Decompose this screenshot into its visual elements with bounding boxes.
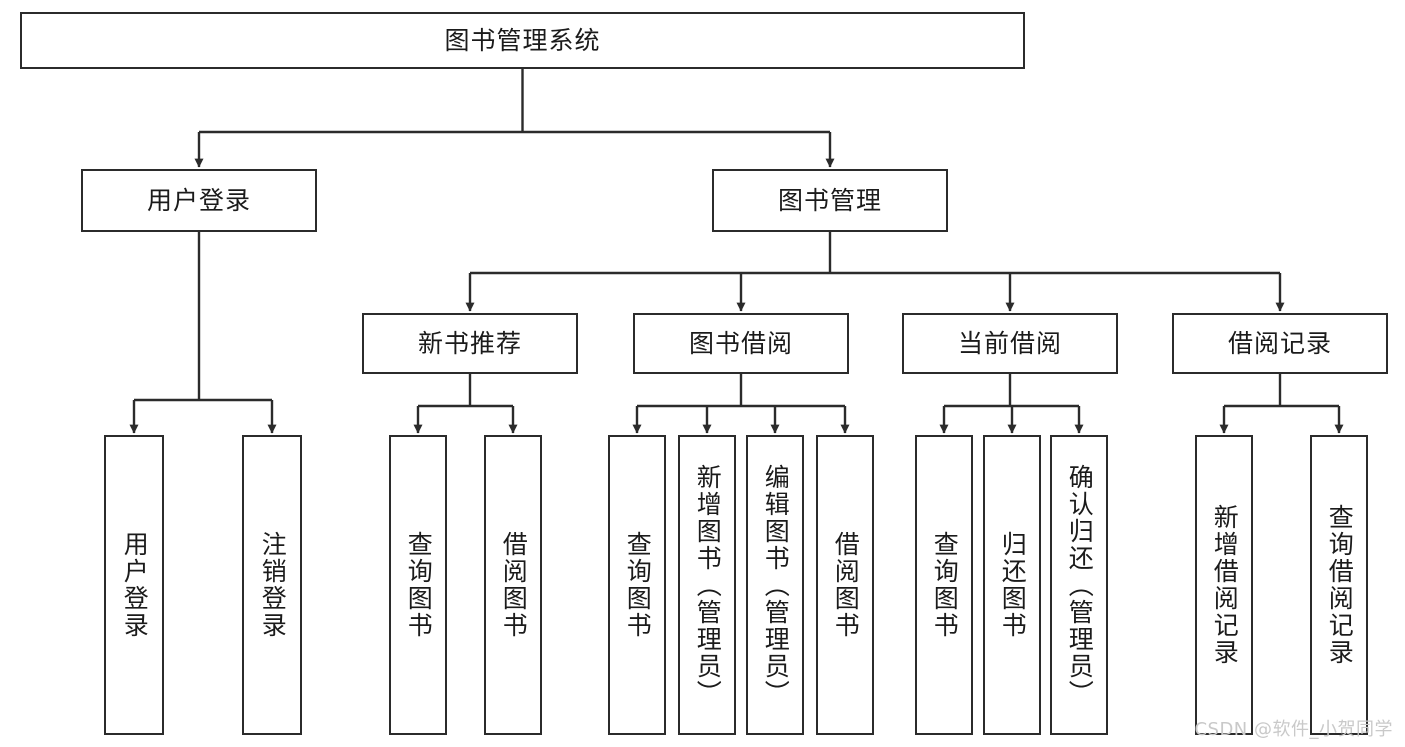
node-borrow[interactable]: 图书借阅	[633, 313, 849, 374]
node-l-qbook2[interactable]: 查询图书	[608, 435, 666, 735]
node-records[interactable]: 借阅记录	[1172, 313, 1388, 374]
node-bookmgmt[interactable]: 图书管理	[712, 169, 948, 232]
node-l-logout[interactable]: 注销登录	[242, 435, 302, 735]
node-l-qbook3[interactable]: 查询图书	[915, 435, 973, 735]
node-l-return[interactable]: 归还图书	[983, 435, 1041, 735]
node-l-confirm[interactable]: 确认归还（管理员）	[1050, 435, 1108, 735]
node-login[interactable]: 用户登录	[81, 169, 317, 232]
node-current[interactable]: 当前借阅	[902, 313, 1118, 374]
node-l-login[interactable]: 用户登录	[104, 435, 164, 735]
node-l-bbook1[interactable]: 借阅图书	[484, 435, 542, 735]
node-l-editbook[interactable]: 编辑图书（管理员）	[746, 435, 804, 735]
node-l-addbook[interactable]: 新增图书（管理员）	[678, 435, 736, 735]
node-root[interactable]: 图书管理系统	[20, 12, 1025, 69]
node-l-qrec[interactable]: 查询借阅记录	[1310, 435, 1368, 735]
node-l-qbook1[interactable]: 查询图书	[389, 435, 447, 735]
csdn-watermark: CSDN @软件_小贺同学	[1194, 719, 1393, 740]
node-l-bbook2[interactable]: 借阅图书	[816, 435, 874, 735]
node-newbook[interactable]: 新书推荐	[362, 313, 578, 374]
node-l-addrec[interactable]: 新增借阅记录	[1195, 435, 1253, 735]
